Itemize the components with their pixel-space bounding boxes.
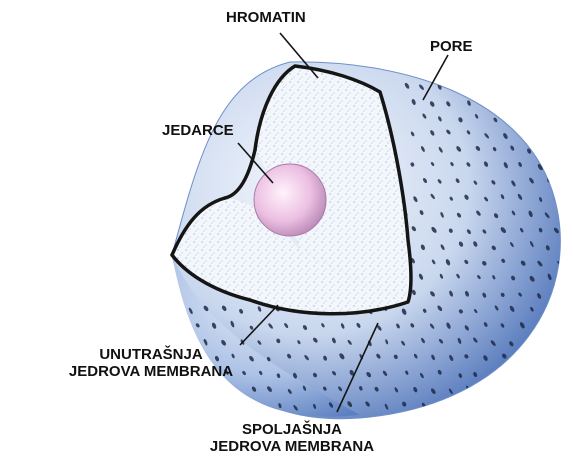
pore-dot (563, 180, 570, 187)
pore-dot (528, 115, 533, 121)
pore-dot (538, 130, 544, 136)
label-outer-line2: JEDROVA MEMBRANA (182, 438, 402, 455)
pore-dot (521, 129, 527, 135)
pore-dot (564, 337, 570, 344)
pore-dot (554, 385, 558, 390)
pore-dot (175, 388, 181, 395)
label-outer-membrane: SPOLJAŠNJA JEDROVA MEMBRANA (182, 421, 402, 456)
pore-dot (554, 323, 559, 330)
pore-dot (473, 404, 478, 410)
pore-dot (465, 65, 470, 72)
pore-dot (509, 370, 516, 378)
pore-dot (563, 275, 569, 282)
pore-dot (555, 67, 560, 73)
pore-dot (537, 67, 542, 73)
pore-dot (206, 401, 212, 408)
pore-dot (535, 99, 541, 105)
pore-dot (222, 401, 228, 407)
pore-dot (484, 97, 489, 103)
pore-dot (537, 355, 542, 362)
pore-dot (509, 116, 515, 123)
pore-dot (565, 369, 571, 375)
pore-dot (447, 66, 453, 72)
pore-dot (544, 148, 551, 155)
pore-dot (472, 82, 479, 90)
pore-dot (544, 340, 551, 347)
pore-dot (563, 402, 568, 409)
pore-dot (557, 356, 563, 363)
pore-dot (518, 66, 523, 73)
pore-dot (554, 131, 560, 137)
label-inner-line2: JEDROVA MEMBRANA (56, 363, 246, 380)
pore-dot (530, 372, 536, 379)
pore-dot (509, 82, 515, 88)
pore-dot (457, 401, 462, 407)
pore-dot (528, 401, 535, 409)
pore-dot (563, 146, 569, 154)
pore-dot (547, 114, 552, 120)
pore-dot (565, 244, 570, 250)
pore-dot (545, 83, 549, 89)
pore-dot (536, 385, 542, 392)
pore-dot (563, 304, 569, 311)
pore-dot (502, 386, 506, 392)
label-jedarce: JEDARCE (162, 122, 234, 139)
label-inner-line1: UNUTRAŠNJA (56, 346, 246, 363)
label-inner-membrane: UNUTRAŠNJA JEDROVA MEMBRANA (56, 346, 246, 381)
pore-dot (564, 84, 570, 90)
pore-dot (502, 97, 508, 104)
pore-dot (556, 97, 562, 105)
pore-dot (502, 66, 508, 72)
pore-dot (440, 403, 446, 410)
pore-dot (563, 212, 568, 217)
pore-dot (547, 401, 553, 407)
pore-dot (538, 324, 544, 330)
pore-dot (185, 402, 190, 408)
pore-dot (483, 66, 488, 73)
pore-dot (239, 404, 245, 410)
pore-dot (492, 81, 498, 87)
pore-dot (428, 65, 435, 73)
pore-dot (493, 403, 498, 409)
pore-dot (212, 387, 218, 394)
label-outer-line1: SPOLJAŠNJA (182, 421, 402, 438)
pore-dot (527, 81, 532, 87)
pore-dot (178, 322, 184, 329)
pore-dot (195, 388, 200, 394)
pore-dot (484, 388, 490, 394)
pore-dot (521, 387, 527, 393)
pore-dot (528, 339, 534, 347)
pore-dot (562, 114, 568, 122)
label-pore: PORE (430, 38, 473, 55)
pore-dot (186, 339, 190, 345)
pore-dot (547, 370, 552, 376)
pore-dot (554, 164, 560, 170)
pore-dot (519, 98, 525, 104)
pore-dot (556, 291, 562, 298)
pore-dot (413, 66, 418, 72)
pore-dot (509, 401, 514, 408)
pore-dot (455, 85, 460, 90)
pore-dot (519, 354, 525, 361)
label-hromatin: HROMATIN (226, 9, 306, 26)
